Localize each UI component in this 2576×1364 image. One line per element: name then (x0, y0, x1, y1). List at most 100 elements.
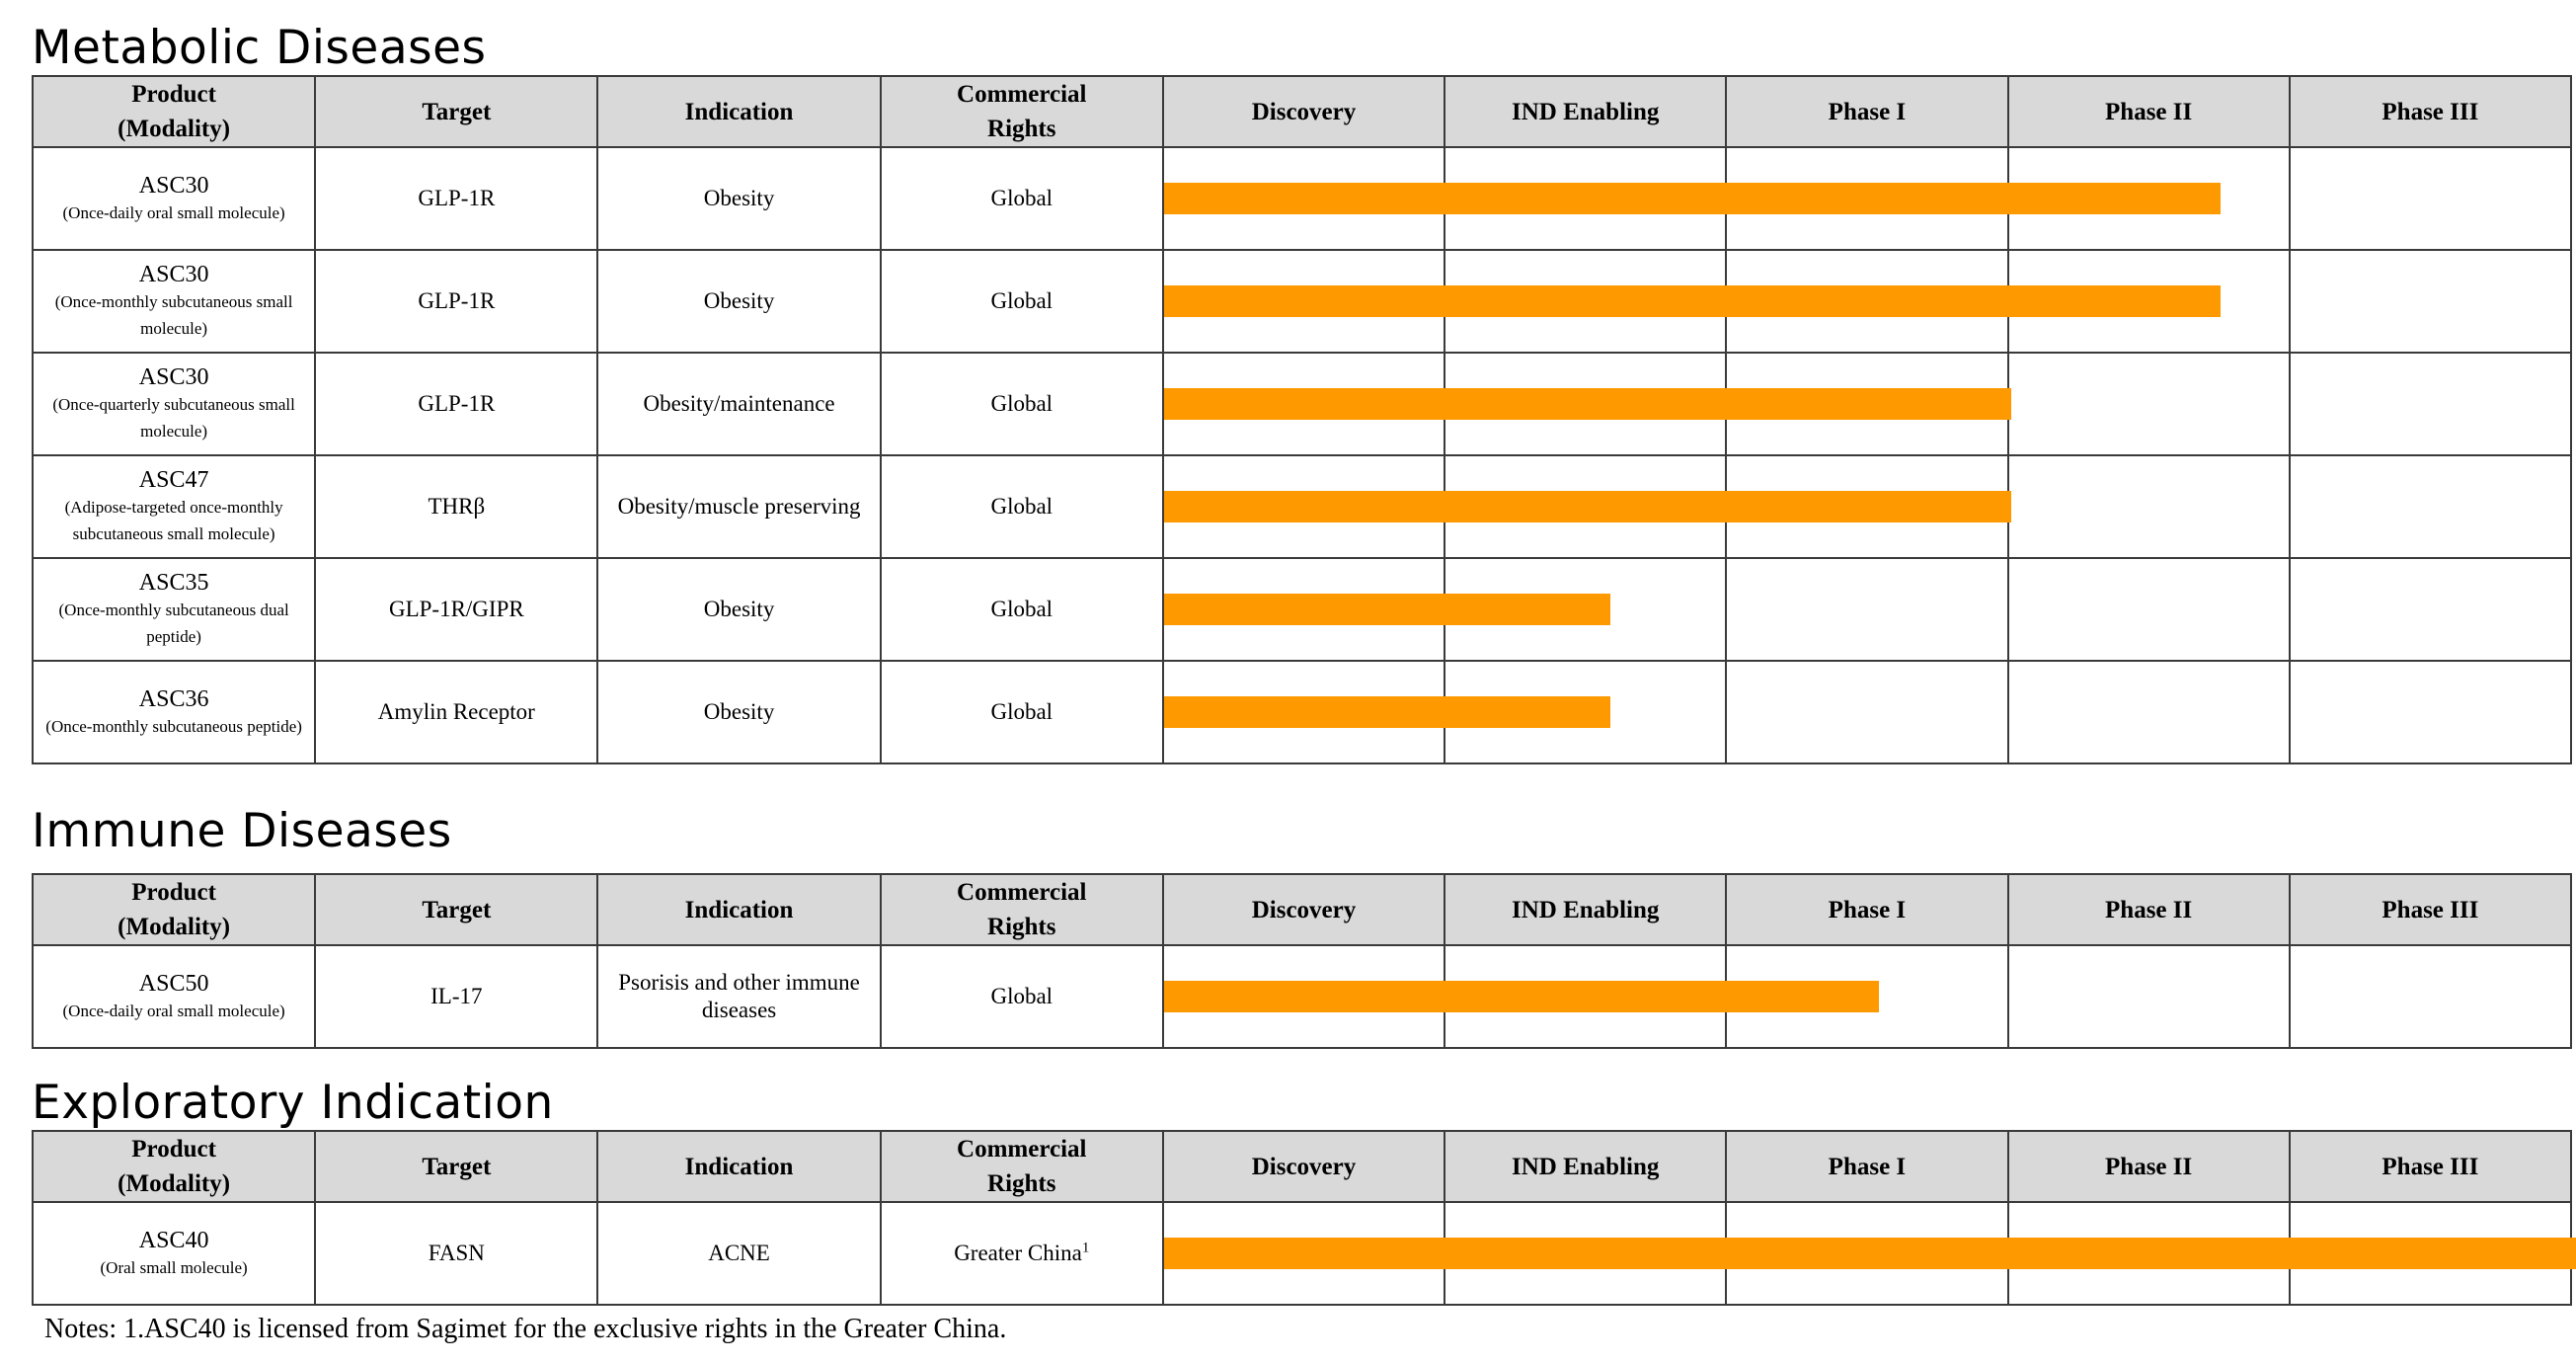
table-header-row: Product(Modality) Target Indication Comm… (31, 873, 2573, 946)
phase-cell-phase-2 (2006, 944, 2291, 1049)
header-phase-3: Phase III (2288, 873, 2573, 946)
header-discovery: Discovery (1161, 1130, 1446, 1203)
phase-cell-phase-3 (2288, 557, 2573, 662)
phase-cell-phase-3 (2288, 249, 2573, 354)
target-cell: GLP-1R (314, 352, 599, 456)
product-name: ASC30 (138, 364, 209, 390)
table-row: ASC36(Once-monthly subcutaneous peptide)… (31, 660, 2573, 764)
progress-bar (1163, 696, 1610, 728)
pipeline-table-immune: Product(Modality) Target Indication Comm… (31, 873, 2573, 1049)
rights-text: Global (990, 391, 1054, 416)
product-cell: ASC50 (Once-daily oral small molecule) (31, 944, 317, 1049)
target-cell: GLP-1R/GIPR (314, 557, 599, 662)
product-name: ASC30 (138, 172, 209, 199)
rights-cell: Global (879, 557, 1164, 662)
header-target: Target (314, 1130, 599, 1203)
rights-text: Global (990, 984, 1054, 1008)
product-cell: ASC47 (Adipose-targeted once-monthly subc… (31, 454, 317, 559)
indication-cell: Obesity/maintenance (596, 352, 882, 456)
product-modality: (Adipose-targeted once-monthly subcutane… (64, 498, 283, 543)
product-cell: ASC40 (Oral small molecule) (31, 1201, 317, 1306)
product-name: ASC47 (138, 467, 209, 493)
header-product: Product(Modality) (31, 873, 317, 946)
phase-cell-phase-2 (2006, 660, 2291, 764)
phase-cell-discovery (1161, 1201, 2576, 1306)
rights-cell: Global (879, 146, 1164, 251)
header-phase-3: Phase III (2288, 1130, 2573, 1203)
target-cell: FASN (314, 1201, 599, 1306)
indication-cell: Obesity (596, 660, 882, 764)
indication-cell: Obesity (596, 146, 882, 251)
table-row: ASC30 (Once-daily oral small molecule) GLP… (31, 146, 2573, 251)
progress-bar (1163, 285, 2221, 317)
header-phase-1: Phase I (1725, 75, 2009, 148)
header-ind-enabling: IND Enabling (1444, 873, 1728, 946)
phase-cell-phase-2 (2006, 454, 2291, 559)
header-indication: Indication (596, 1130, 882, 1203)
header-phase-3: Phase III (2288, 75, 2573, 148)
indication-cell: Psorisis and other immune diseases (596, 944, 882, 1049)
rights-cell: Global (879, 660, 1164, 764)
rights-cell: Global (879, 249, 1164, 354)
product-modality: (Once-daily oral small molecule) (62, 202, 285, 222)
indication-cell: ACNE (596, 1201, 882, 1306)
product-modality: (Once-monthly subcutaneous dual peptide) (58, 601, 289, 646)
product-modality: (Once-daily oral small molecule) (62, 1001, 285, 1020)
phase-cell-phase-3 (2288, 660, 2573, 764)
rights-text: Global (990, 186, 1054, 210)
phase-cell-discovery (1161, 454, 2011, 559)
product-name: ASC40 (138, 1227, 209, 1253)
header-indication: Indication (596, 75, 882, 148)
product-cell: ASC36(Once-monthly subcutaneous peptide) (31, 660, 317, 764)
header-discovery: Discovery (1161, 75, 1446, 148)
phase-cell-discovery (1161, 944, 1879, 1049)
progress-bar (1163, 1238, 2576, 1269)
product-modality: (Oral small molecule) (100, 1257, 248, 1277)
progress-bar (1163, 491, 2011, 522)
header-product: Product(Modality) (31, 1130, 317, 1203)
target-cell: GLP-1R (314, 249, 599, 354)
target-cell: THRβ (314, 454, 599, 559)
progress-bar (1163, 388, 2011, 420)
table-row: ASC47 (Adipose-targeted once-monthly subc… (31, 454, 2573, 559)
table-header-row: Product(Modality) Target Indication Comm… (31, 75, 2573, 148)
pipeline-table-metabolic: Product(Modality) Target Indication Comm… (31, 75, 2573, 764)
phase-cell-phase-3 (2288, 352, 2573, 456)
phase-cell-phase-3 (2288, 454, 2573, 559)
header-target: Target (314, 873, 599, 946)
header-ind-enabling: IND Enabling (1444, 1130, 1728, 1203)
table-row: ASC50 (Once-daily oral small molecule) IL-… (31, 944, 2573, 1049)
rights-cell: Global (879, 352, 1164, 456)
header-indication: Indication (596, 873, 882, 946)
footnote-marker: 1 (1081, 1240, 1090, 1256)
header-product: Product(Modality) (31, 75, 317, 148)
header-phase-1: Phase I (1725, 873, 2009, 946)
rights-text: Global (990, 699, 1054, 724)
rights-cell: Global (879, 944, 1164, 1049)
rights-text: Global (990, 494, 1054, 519)
product-cell: ASC30(Once-quarterly subcutaneous small … (31, 352, 317, 456)
progress-bar (1163, 183, 2221, 214)
phase-cell-discovery (1161, 146, 2221, 251)
rights-cell: Global (879, 454, 1164, 559)
phase-cell-phase-1 (1725, 557, 2009, 662)
phase-cell-phase-1 (1725, 660, 2009, 764)
phase-cell-discovery (1161, 660, 1610, 764)
section-title-metabolic: Metabolic Diseases (32, 21, 487, 75)
section-title-exploratory: Exploratory Indication (32, 1076, 554, 1130)
table-row: ASC30(Once-quarterly subcutaneous small … (31, 352, 2573, 456)
rights-text: Global (990, 288, 1054, 313)
target-cell: IL-17 (314, 944, 599, 1049)
phase-cell-phase-3 (2288, 146, 2573, 251)
product-name: ASC36 (138, 685, 209, 712)
product-modality: (Once-monthly subcutaneous small molecul… (54, 292, 293, 338)
target-cell: GLP-1R (314, 146, 599, 251)
indication-cell: Obesity (596, 249, 882, 354)
product-cell: ASC35(Once-monthly subcutaneous dual pep… (31, 557, 317, 662)
table-row: ASC30(Once-monthly subcutaneous small mo… (31, 249, 2573, 354)
product-name: ASC50 (138, 970, 209, 997)
pipeline-table-exploratory: Product(Modality) Target Indication Comm… (31, 1130, 2576, 1306)
